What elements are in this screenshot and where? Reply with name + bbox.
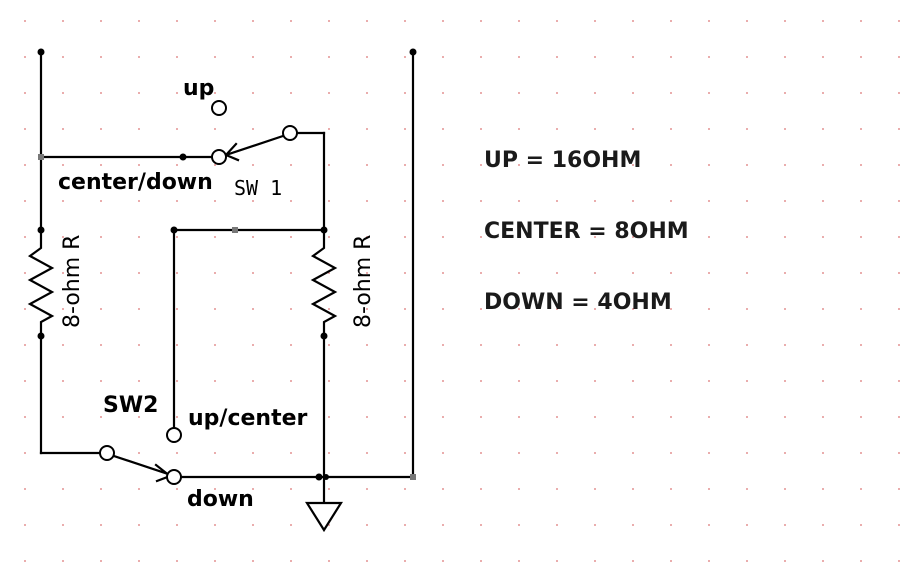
upper-bus-wire (172, 228, 326, 430)
node-top-left (37, 48, 45, 56)
sw2-common-terminal (99, 445, 115, 461)
sw1-center-down-terminal (211, 149, 227, 165)
node-right-lower (320, 332, 328, 340)
label-right-resistor: 8-ohm R (351, 235, 376, 328)
label-center-down: center/down (58, 170, 213, 195)
label-up: up (183, 76, 214, 101)
sw2-down-terminal (166, 469, 182, 485)
ground-icon (305, 501, 343, 533)
node-left-lower (37, 332, 45, 340)
sw1-common-wire (295, 131, 326, 232)
joint-right-rail (410, 474, 416, 480)
label-sw1: SW 1 (234, 176, 282, 200)
left-resistor (27, 228, 55, 338)
label-down: down (187, 487, 254, 512)
joint-bus-mid (232, 227, 238, 233)
node-ground (315, 473, 323, 481)
node-ground-2 (323, 474, 329, 480)
legend-center: CENTER = 8OHM (484, 219, 689, 244)
node-center-down (179, 153, 187, 161)
node-left-upper (37, 226, 45, 234)
node-bus-left (170, 226, 178, 234)
label-left-resistor: 8-ohm R (60, 235, 85, 328)
sw1-up-terminal (211, 100, 227, 116)
sw2-wiper (112, 454, 173, 483)
label-up-center: up/center (188, 406, 308, 431)
sw2-up-center-terminal (166, 427, 182, 443)
legend-down: DOWN = 4OHM (484, 290, 672, 315)
right-resistor (310, 228, 338, 338)
node-bus-right (320, 226, 328, 234)
left-rail-wire (39, 50, 106, 455)
sw1-wiper (224, 134, 285, 162)
joint-left-mid (38, 154, 44, 160)
sw1-common-terminal (282, 125, 298, 141)
legend-up: UP = 16OHM (484, 148, 641, 173)
label-sw2: SW2 (103, 393, 158, 418)
node-top-right (409, 48, 417, 56)
